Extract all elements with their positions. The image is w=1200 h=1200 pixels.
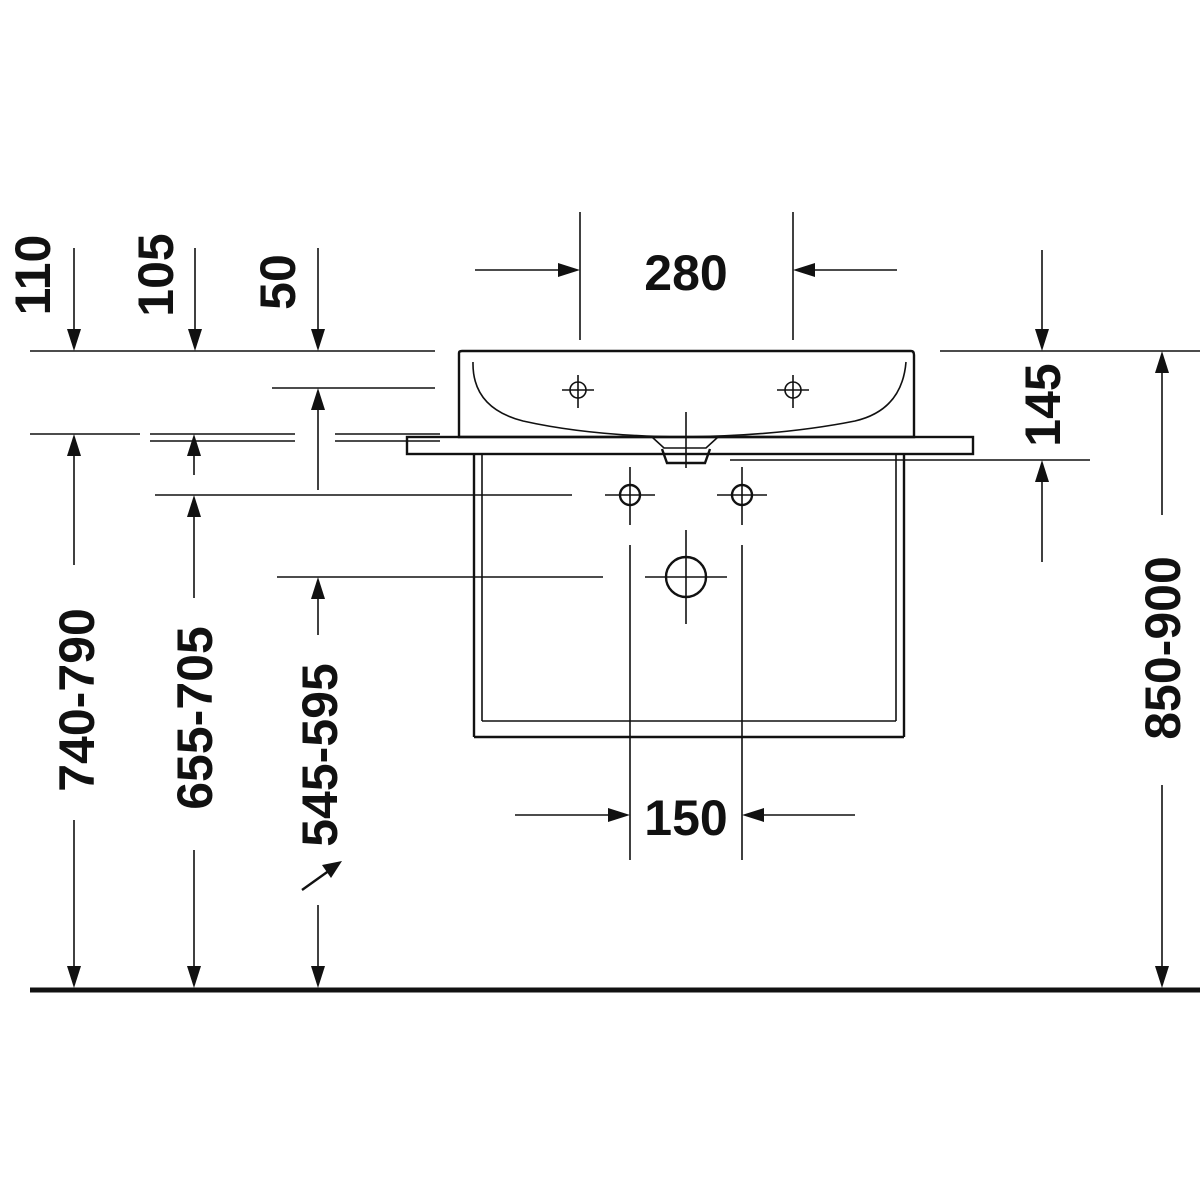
vanity-shelf [405, 435, 975, 456]
height-b-arrow-bottom-head [187, 966, 201, 988]
tap-spacing-arrow-left-head [558, 263, 580, 277]
offset-50-arrow-top-head [311, 329, 325, 351]
tap-spacing-label: 280 [644, 245, 727, 301]
height-b-arrow-mid-head [187, 495, 201, 517]
height-b-label: 655-705 [167, 626, 223, 810]
offset-105-arrow-head [188, 329, 202, 351]
height-c-pointer-arrow-head [322, 861, 342, 878]
offset-50-arrow-bottom-head [311, 388, 325, 410]
tap-spacing-arrow-right-head [793, 263, 815, 277]
depth-arrow-top-head [1035, 329, 1049, 351]
height-a-label: 740-790 [49, 608, 105, 792]
depth-arrow-bottom-head [1035, 460, 1049, 482]
basin-bowl-curve [472, 361, 907, 438]
height-c-arrow-top-head [311, 577, 325, 599]
offset-50-label: 50 [250, 254, 306, 310]
rim-height-label: 850-900 [1135, 556, 1191, 740]
basin-outline [457, 349, 916, 439]
height-a-arrow-top-head [67, 434, 81, 456]
height-b-arrow-top-head [187, 434, 201, 456]
offset-110-label: 110 [5, 235, 61, 316]
waste-outlet-recess [651, 436, 719, 449]
supply-spacing-arrow-right-head [742, 808, 764, 822]
depth-label: 145 [1015, 363, 1071, 446]
supply-spacing-label: 150 [644, 790, 727, 846]
rim-height-arrow-bottom-head [1155, 966, 1169, 988]
height-c-pointer-arrow-line [301, 869, 331, 891]
height-c-label: 545-595 [292, 663, 348, 847]
rim-height-arrow-top-head [1155, 351, 1169, 373]
supply-spacing-arrow-left-head [608, 808, 630, 822]
height-c-arrow-bottom-head [311, 966, 325, 988]
offset-110-arrow-head [67, 329, 81, 351]
height-a-arrow-bottom-head [67, 966, 81, 988]
offset-105-label: 105 [128, 233, 184, 316]
